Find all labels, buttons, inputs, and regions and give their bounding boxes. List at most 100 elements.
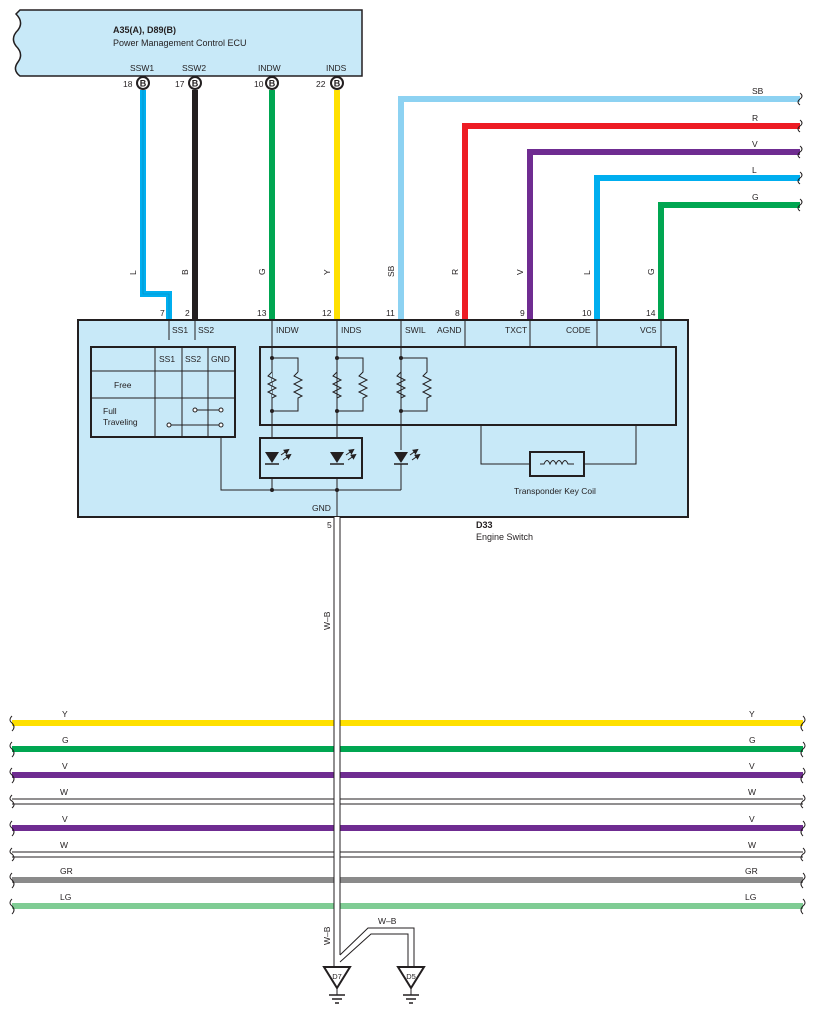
coil-label: Transponder Key Coil: [514, 486, 596, 496]
resistor-box: [259, 340, 677, 520]
ecu-pin-number-18: 18: [123, 79, 133, 89]
coil-loop-wire: [584, 425, 637, 465]
ground-point-d5: D5: [396, 966, 426, 1004]
pin-badge-22: [330, 76, 344, 90]
ground-point-d7: D7: [322, 966, 352, 1004]
terminal-indw: INDW: [276, 325, 299, 335]
wire-vc5-green: [658, 202, 800, 320]
cut-end-5: [797, 198, 803, 212]
led-ray: [411, 453, 421, 461]
vwire-label-4: Y: [322, 269, 332, 275]
terminal-inds: INDS: [341, 325, 362, 335]
ground-branch: [339, 927, 415, 967]
right-wire-label-l: L: [752, 165, 757, 175]
bus-label-left-v: V: [62, 761, 68, 771]
resistor-zigzag: [395, 371, 407, 399]
cut-end-1: [797, 92, 803, 106]
terminal-ss2: SS2: [198, 325, 214, 335]
contact-dot: [166, 422, 172, 428]
resistor-loop: [401, 357, 433, 412]
pin-badge-17: [188, 76, 202, 90]
pin-badge-10-text: B: [269, 79, 276, 89]
wire-ssw1-blue-outline: [142, 90, 170, 320]
led-box: [259, 437, 363, 479]
contact-dot: [192, 407, 198, 413]
switch-gnd-label: GND: [312, 503, 331, 513]
bus-label-right-v2: V: [749, 814, 755, 824]
pin-badge-17-text: B: [192, 79, 199, 89]
bus-label-right-v: V: [749, 761, 755, 771]
terminal-vc5: VC5: [640, 325, 657, 335]
ground-wire: W–B W–B W–B: [322, 517, 415, 967]
engine-switch-box: SS1 SS2 INDW INDS SWIL AGND TXCT CODE VC…: [77, 319, 689, 520]
cut-end-3: [797, 145, 803, 159]
ground-branch: [339, 933, 409, 967]
led-icon: [330, 452, 344, 463]
switch-pin-11: 11: [386, 308, 395, 318]
bus-label-left-gr: GR: [60, 866, 73, 876]
bus-label-right-gr: GR: [745, 866, 758, 876]
ground-point-label-d7: D7: [332, 972, 342, 981]
ecu-pin-label-ssw1: SSW1: [130, 63, 154, 73]
right-wire-label-r: R: [752, 113, 758, 123]
resistor-zigzag: [331, 371, 343, 399]
bus-label-right-w: W: [748, 787, 756, 797]
resistor-loop: [337, 357, 369, 412]
wire-code-blue: [594, 175, 800, 320]
terminal-agnd: AGND: [437, 325, 462, 335]
right-wire-label-v: V: [752, 139, 758, 149]
transponder-key-coil: Transponder Key Coil: [480, 425, 637, 496]
pin-badge-18: [136, 76, 150, 90]
ecu-connector-label: A35(A), D89(B): [113, 25, 176, 35]
ecu-pin-label-indw: INDW: [258, 63, 281, 73]
vwire-label-7: V: [515, 269, 525, 275]
table-row-free: Free: [114, 380, 132, 390]
bus-label-left-y: Y: [62, 709, 68, 719]
vwire-label-5: SB: [386, 265, 396, 277]
switch-pin-13: 13: [257, 308, 267, 318]
led-ray: [345, 448, 355, 456]
bus-label-right-g: G: [749, 735, 756, 745]
ecu-pin-label-inds: INDS: [326, 63, 347, 73]
ecu-pin-number-17: 17: [175, 79, 185, 89]
vwire-label-2: B: [180, 269, 190, 275]
vwire-label-8: L: [582, 270, 592, 275]
contact-dot: [218, 422, 224, 428]
ecu-pin-badges: B B B B: [136, 76, 344, 90]
led-ray: [409, 448, 419, 456]
coil-loop-wire: [480, 425, 530, 465]
bus-label-left-v2: V: [62, 814, 68, 824]
wire-agnd-red: [462, 123, 800, 320]
ground-point-label-d5: D5: [406, 972, 416, 981]
ground-triangle: [322, 966, 352, 990]
right-wires: SB R V L G: [398, 86, 803, 320]
junction-dot: [270, 488, 274, 492]
led-ray: [280, 448, 290, 456]
ecu-wires: [140, 90, 340, 320]
switch-pin-9: 9: [520, 308, 525, 318]
right-wire-label-g: G: [752, 192, 759, 202]
switch-code: D33: [476, 520, 493, 530]
wire-swil-skyblue: [398, 96, 800, 320]
pin-badge-10: [265, 76, 279, 90]
ecu-box: A35(A), D89(B) Power Management Control …: [12, 9, 363, 77]
bus-label-left-w: W: [60, 787, 68, 797]
terminal-ss1: SS1: [172, 325, 188, 335]
wire-ssw1-blue: [140, 90, 172, 320]
terminal-code: CODE: [566, 325, 591, 335]
switch-pin-numbers: 7 2 13 12 11 8 9 10 14: [160, 308, 656, 318]
resistor-box-frame: [259, 346, 677, 426]
ground-wire-body: [334, 517, 340, 967]
ground-wire-label-lower: W–B: [322, 926, 332, 945]
vwire-label-1: L: [128, 270, 138, 275]
led-indicators: [259, 437, 421, 492]
bus-label-left-g: G: [62, 735, 69, 745]
switch-pin-2: 2: [185, 308, 190, 318]
bus-label-right-lg: LG: [745, 892, 756, 902]
vwire-label-3: G: [257, 268, 267, 275]
ground-wire-label-vertical: W–B: [322, 611, 332, 630]
